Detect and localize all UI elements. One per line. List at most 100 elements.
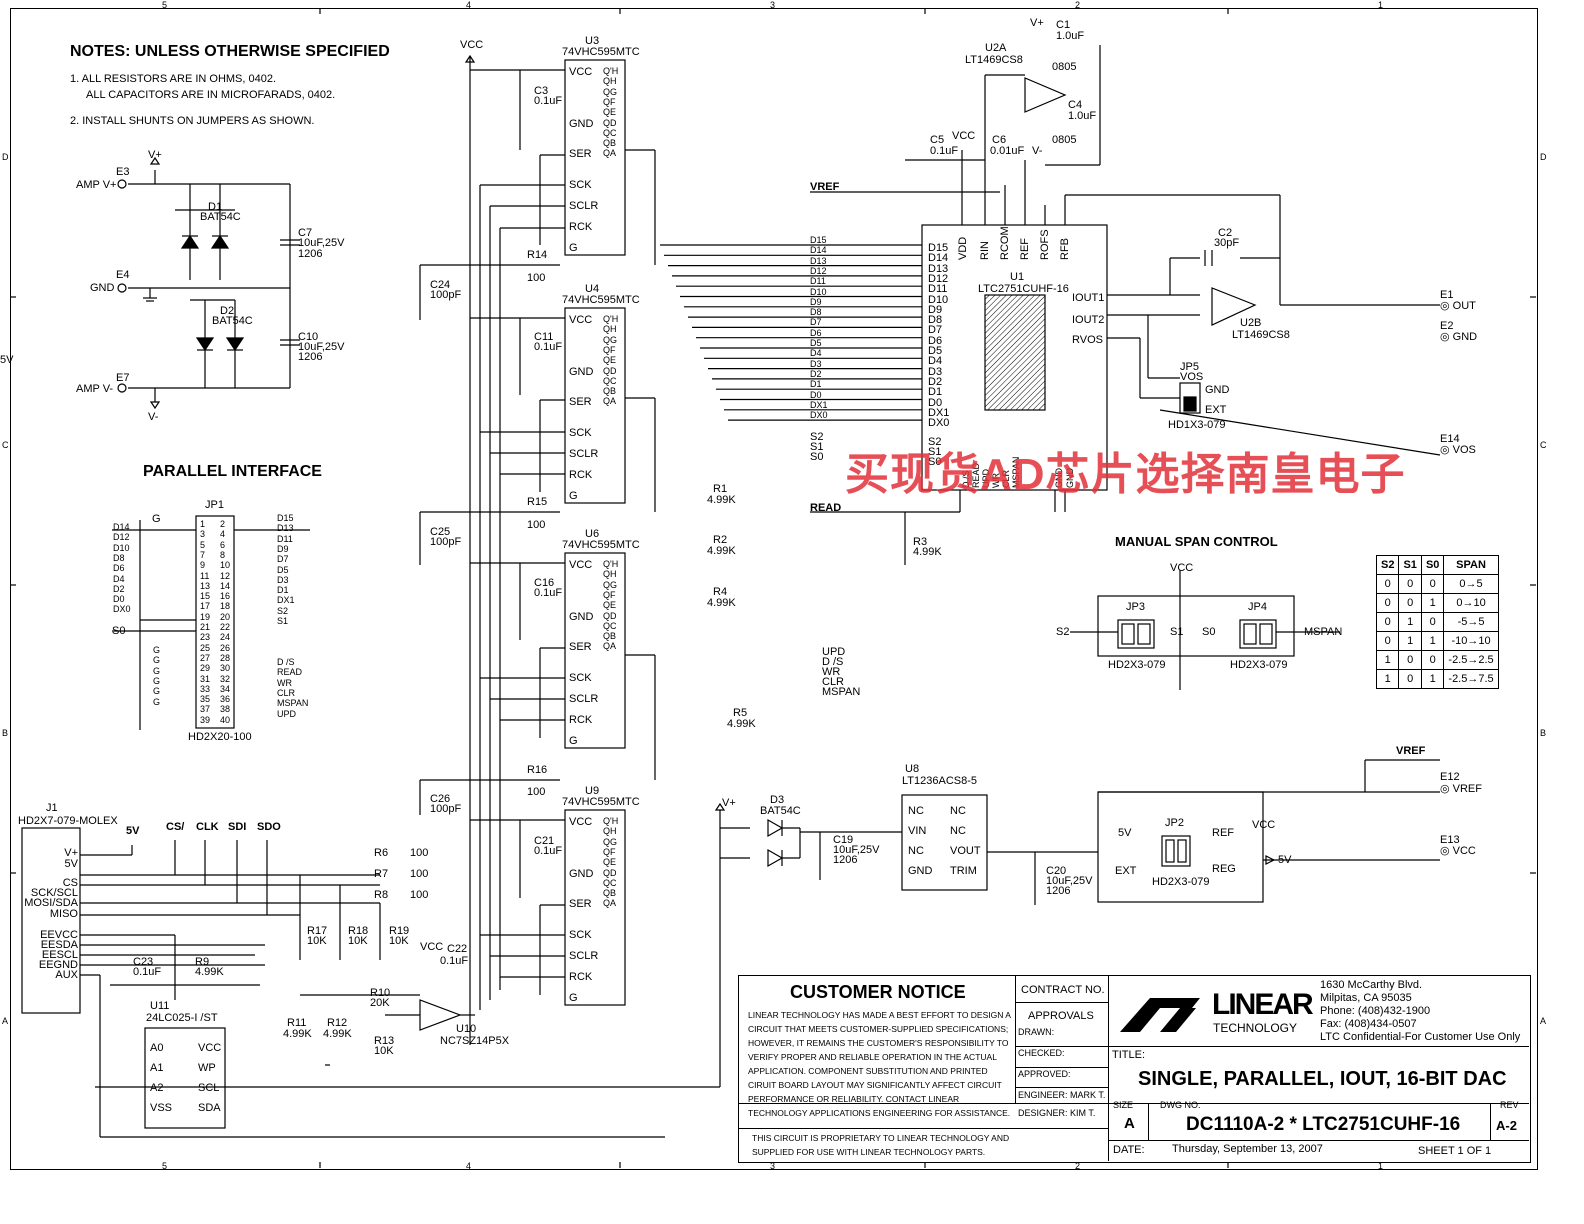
j1-top-0: 5V — [126, 825, 140, 837]
vdd-vcc-label: VCC — [952, 130, 976, 142]
jp1-right-d11: D11 — [277, 533, 293, 544]
approvals-label: APPROVALS — [1028, 1010, 1094, 1022]
dac-pin-dx0: DX0 — [928, 417, 950, 430]
notice-line: CIRCUIT THAT MEETS CUSTOMER-SUPPLIED SPE… — [748, 1024, 1009, 1034]
span-header-s1: S1 — [1398, 555, 1422, 575]
u8-right-1: NC — [950, 825, 966, 837]
u8-left-1: VIN — [908, 825, 927, 837]
sr-out-1-7: QB — [603, 386, 617, 397]
sr-out-1-8: QA — [603, 396, 617, 407]
dac-iout2: IOUT2 — [1072, 314, 1105, 326]
jp1-right-d15: D15 — [277, 513, 294, 523]
sr-sclr-0: SCLR — [569, 200, 599, 212]
jp1-left-dx0: DX0 — [113, 604, 131, 615]
dac-top-rofs: ROFS — [1039, 229, 1051, 260]
sr-rck-3: RCK — [569, 971, 593, 983]
rev-label: REV — [1500, 1100, 1519, 1110]
j1-pin-0: V+ — [64, 847, 78, 859]
span-cell: -2.5→7.5 — [1443, 669, 1499, 689]
jp3-s2: S2 — [1056, 626, 1070, 638]
jp2-label: JP2 — [1165, 817, 1184, 829]
u2b-ref: U2B — [1240, 317, 1262, 329]
c16-label: C16 — [534, 577, 555, 589]
sr-out-1-6: QC — [603, 375, 617, 386]
jp1-right-d5: D5 — [277, 564, 289, 575]
address-2: Milpitas, CA 95035 — [1320, 992, 1412, 1004]
sr-out-0-8: QA — [603, 148, 617, 159]
power-section — [117, 156, 300, 410]
left-edge-label: 5V — [0, 354, 14, 366]
r11-label: R11 — [287, 1017, 307, 1029]
r6-label: R6 — [374, 847, 389, 859]
dac-net-d6: D6 — [810, 327, 822, 338]
vref-term-label: VREF — [1452, 783, 1482, 795]
jp1-pin-odd-3: 7 — [200, 549, 206, 560]
jp1-pin-odd-15: 31 — [200, 673, 211, 684]
jp1-pin-odd-14: 29 — [200, 663, 211, 674]
c23-label: C23 — [133, 956, 154, 968]
notice-line: VERIFY PROPER AND RELIABLE OPERATION IN … — [748, 1052, 997, 1062]
size-value: A — [1124, 1115, 1135, 1132]
jp1-pin-odd-4: 9 — [200, 560, 206, 571]
e1-label: E1 — [1440, 289, 1454, 301]
sr-ref-2: U6 — [585, 528, 600, 540]
notes-heading: NOTES: UNLESS OTHERWISE SPECIFIED — [70, 43, 390, 60]
r14-value: 100 — [527, 272, 546, 284]
sr-ser-1: SER — [569, 396, 592, 408]
border-row-c: C — [2, 440, 9, 450]
clr-net: CLR — [822, 676, 845, 688]
border-row-d-r: D — [1540, 152, 1547, 162]
c24-value: 100pF — [430, 289, 462, 301]
dac-top-ref: REF — [1019, 238, 1031, 260]
sr-part-0: 74VHC595MTC — [562, 46, 640, 58]
jp1-left-d6: D6 — [113, 563, 125, 574]
dac-net-d4: D4 — [810, 348, 822, 359]
j1-top-4: SDO — [257, 821, 281, 833]
jp1-left-d2: D2 — [113, 583, 125, 594]
ref-5v-out: 5V — [1278, 854, 1292, 866]
sr-out-2-7: QB — [603, 631, 617, 642]
sr-ref-3: U9 — [585, 785, 600, 797]
r18-value: 10K — [348, 935, 368, 947]
sr-ser-3: SER — [569, 898, 592, 910]
jp1-pin-even-18: 38 — [220, 704, 231, 715]
sr-gnd-3: GND — [569, 868, 594, 880]
dac-pin-d3: D3 — [928, 365, 943, 378]
fax: Fax: (408)434-0507 — [1320, 1018, 1417, 1030]
jp1-left-d0: D0 — [113, 594, 125, 605]
size-label: SIZE — [1113, 1100, 1134, 1110]
proprietary-2: SUPPLIED FOR USE WITH LINEAR TECHNOLOGY … — [752, 1147, 986, 1157]
u8-right-2: VOUT — [950, 845, 981, 857]
dac-top-rfb: RFB — [1059, 238, 1071, 260]
dwg-label: DWG NO. — [1160, 1100, 1201, 1110]
jp1-pin-odd-7: 15 — [200, 591, 211, 602]
ref-section — [95, 759, 1440, 1088]
r7-label: R7 — [374, 868, 389, 880]
jp1-pin-even-5: 12 — [220, 570, 231, 581]
jp1-left-d12: D12 — [113, 532, 130, 543]
r15-value: 100 — [527, 519, 546, 531]
jp1-pin-odd-0: 1 — [200, 519, 206, 529]
sr-ser-0: SER — [569, 148, 592, 160]
sr-g-0: G — [569, 242, 578, 254]
border-row-b: B — [2, 728, 9, 738]
span-cell: 0 — [1420, 574, 1445, 594]
r9-value: 4.99K — [195, 966, 224, 978]
dac-pin-d4: D4 — [928, 355, 943, 368]
gnd-label: GND — [90, 282, 115, 294]
d3-vplus: V+ — [722, 797, 736, 809]
span-cell: -5→5 — [1443, 612, 1499, 632]
jp1-pin-odd-18: 37 — [200, 704, 211, 715]
sr-sck-2: SCK — [569, 672, 592, 684]
sr-vcc-2: VCC — [569, 559, 593, 571]
c24-label: C24 — [430, 279, 451, 291]
amp-vplus-label: AMP V+ — [76, 179, 117, 191]
sr-sck-1: SCK — [569, 427, 592, 439]
dac-pin-d14: D14 — [928, 252, 949, 265]
u8-part: LT1236ACS8-5 — [902, 775, 978, 787]
c20-pkg: 1206 — [1046, 885, 1071, 897]
u2a-ref: U2A — [985, 42, 1007, 54]
